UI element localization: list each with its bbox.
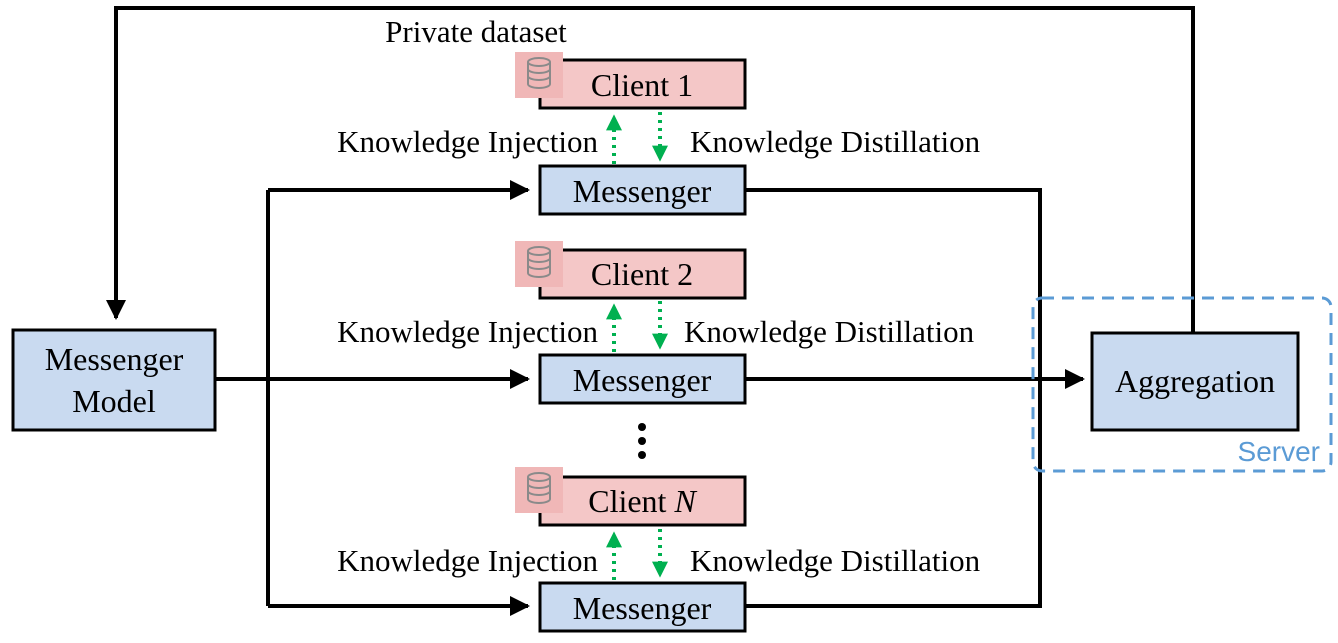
aggregation-box: Aggregation [1090, 331, 1300, 432]
client-name: Client 2 [591, 256, 693, 292]
client-name: Client 1 [591, 67, 693, 103]
messenger-label: Messenger [573, 590, 712, 626]
messenger-model-line2: Model [72, 383, 156, 419]
client-box [538, 475, 747, 527]
knowledge-injection-label: Knowledge Injection [337, 124, 598, 159]
collect-line-top [745, 188, 1042, 608]
database-icon [515, 52, 563, 98]
aggregation-label: Aggregation [1115, 363, 1275, 399]
feedback-arrow [106, 6, 1195, 333]
knowledge-distillation-label: Knowledge Distillation [690, 543, 981, 578]
client-name: Client N [588, 483, 697, 519]
messenger-model-line1: Messenger [45, 341, 184, 377]
private-dataset-label: Private dataset [385, 14, 567, 49]
knowledge-distillation-label: Knowledge Distillation [684, 314, 975, 349]
client-group-n: Client N Knowledge Injection Knowledge D… [337, 467, 981, 633]
knowledge-distillation-label: Knowledge Distillation [690, 124, 981, 159]
messenger-box [538, 581, 747, 633]
server-region [1031, 296, 1333, 473]
database-icon [515, 241, 563, 287]
knowledge-injection-label: Knowledge Injection [337, 314, 598, 349]
messenger-box [538, 164, 747, 216]
messenger-box [538, 353, 747, 405]
messenger-model-box: Messenger Model [11, 328, 217, 432]
database-icon [515, 467, 563, 513]
client-group-2: Client 2 Knowledge Injection Knowledge D… [337, 241, 975, 405]
knowledge-injection-label: Knowledge Injection [337, 543, 598, 578]
client-group-1: Client 1 Knowledge Injection Knowledge D… [337, 52, 981, 216]
ellipsis-dots [638, 423, 646, 459]
client-box [538, 248, 747, 300]
client-box [538, 58, 747, 110]
messenger-label: Messenger [573, 362, 712, 398]
server-label: Server [1238, 436, 1320, 467]
messenger-label: Messenger [573, 173, 712, 209]
